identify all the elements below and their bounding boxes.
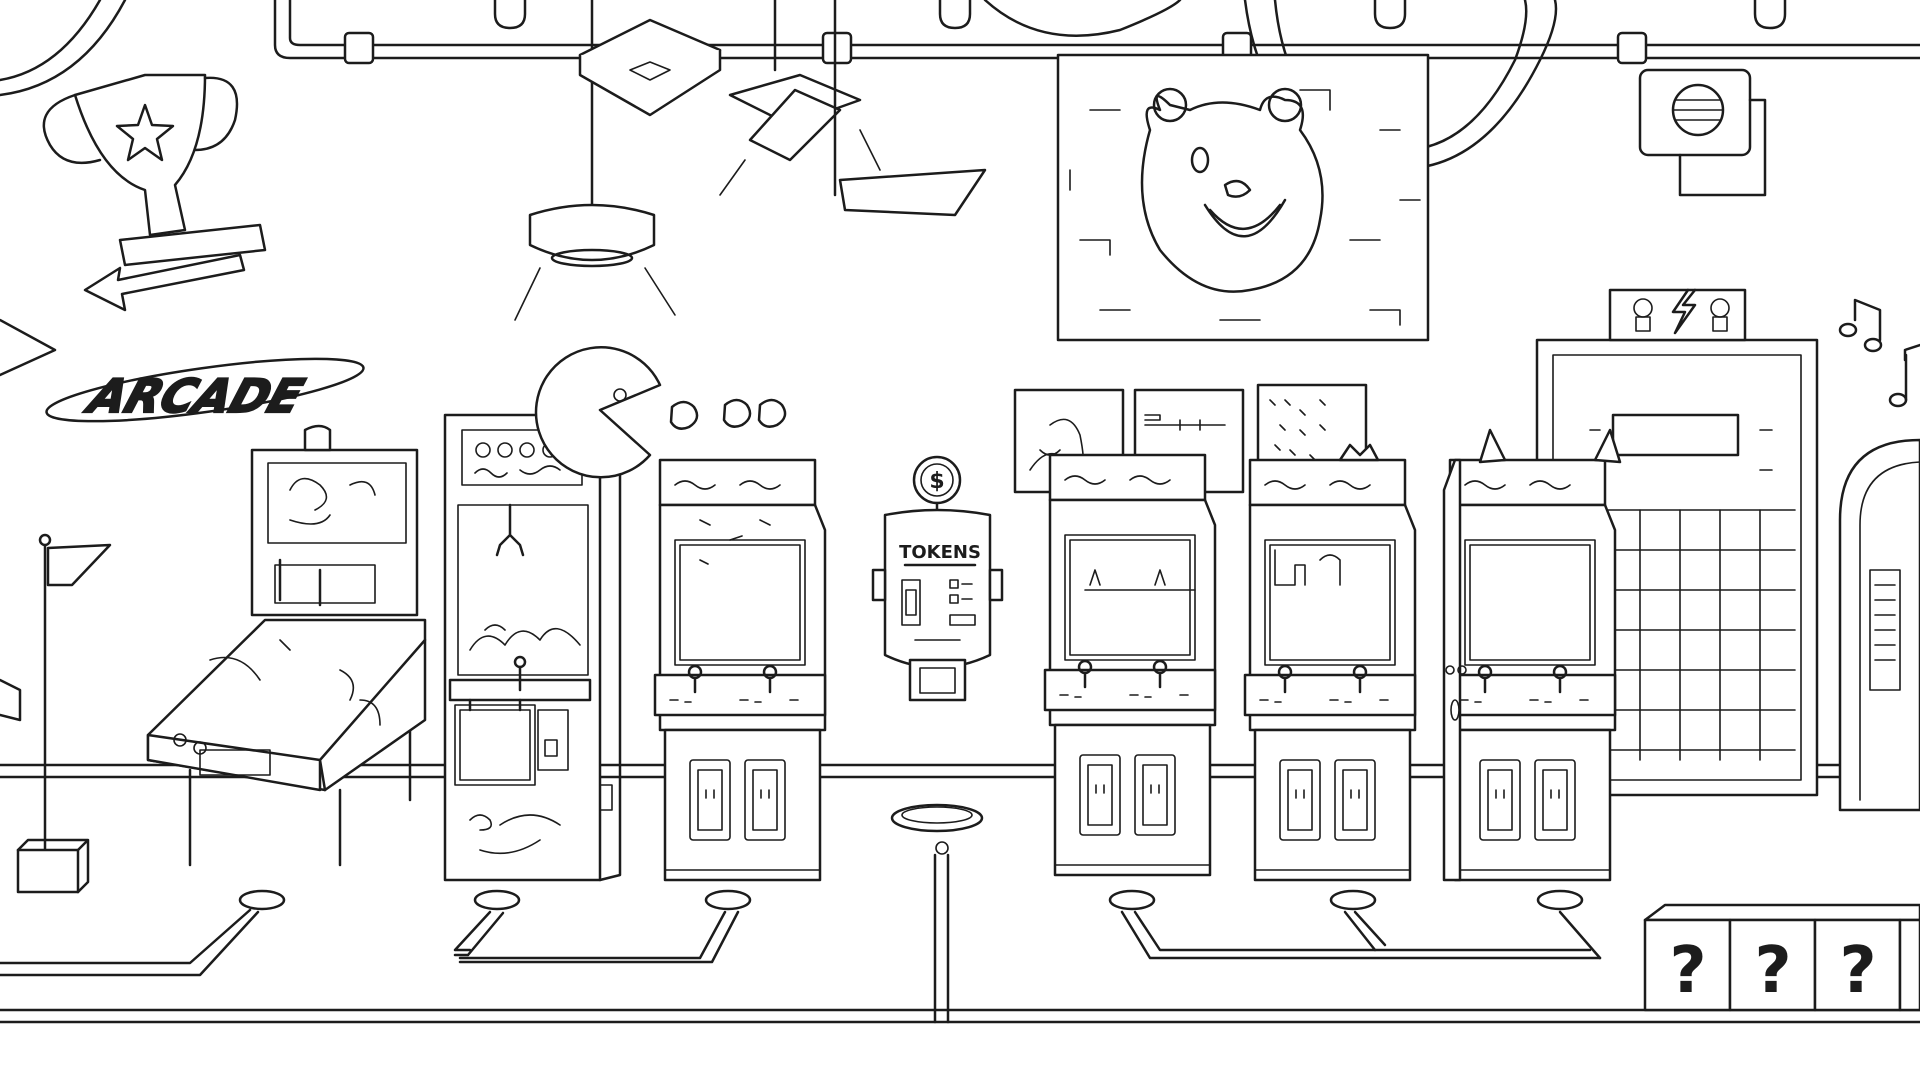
pinball-machine [146,424,427,867]
coin-symbol: $ [929,469,944,494]
jukebox [1838,438,1920,812]
question-block-icon: ? [1728,918,1817,1012]
hanging-lamp-cross [719,0,987,217]
question-block-icon: ? [1813,918,1902,1012]
question-block-icon: ? [1643,903,1920,1012]
lightning-icon [1671,288,1697,335]
bear-face-icon [1140,87,1324,293]
arcade-cabinet-2 [1043,453,1217,877]
bear-poster [1056,53,1430,342]
tokens-label: TOKENS [899,542,981,563]
floor-spot-center [890,803,984,1024]
arcade-cabinet-3 [1243,443,1417,882]
question-mark-2: ? [1754,934,1791,1008]
arcade-sign-text: ARCADE [78,370,309,424]
side-sign [0,318,57,377]
flag-icon [0,533,112,894]
question-mark-3: ? [1839,934,1876,1008]
floor [0,763,1920,1024]
wall-ac-unit [1638,68,1767,197]
arrow-left-icon [83,253,246,312]
token-machine: $ TOKENS [871,455,1004,702]
ceiling-pipes [0,0,1920,171]
arcade-cabinet-4 [1442,428,1622,882]
floor-wiring [0,889,1602,977]
question-blocks: ? ? ? [1643,903,1920,1012]
hanging-lamp-round [514,0,676,321]
cartoon-figures-top [1608,288,1747,342]
music-note-icon [1838,298,1920,408]
pacman-icon [534,346,787,479]
question-mark-1: ? [1669,934,1706,1008]
hanging-lamp-square [578,18,722,117]
trophy-icon [42,73,267,267]
claw-machine [443,413,622,882]
arcade-sign: ARCADE [45,357,365,425]
arcade-cabinet-1 [653,458,827,882]
